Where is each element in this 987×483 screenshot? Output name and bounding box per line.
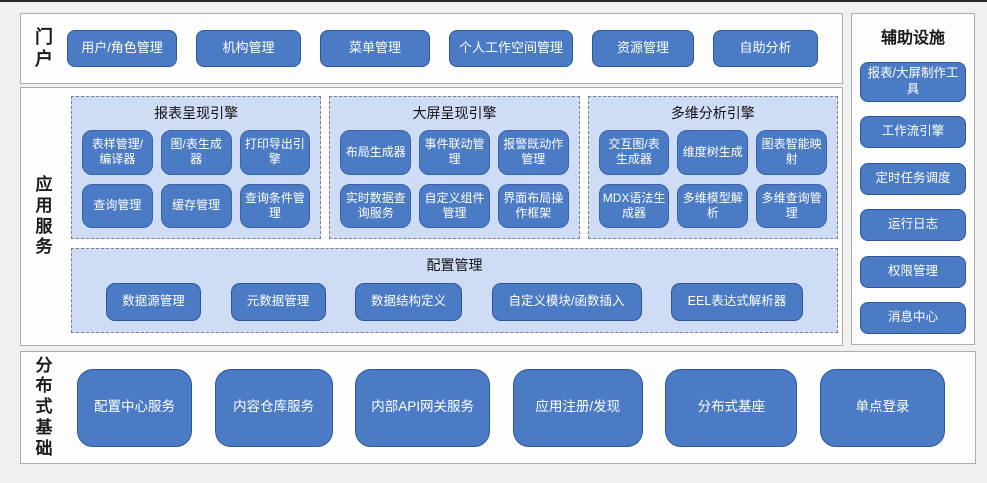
portal-label-column: 门户: [21, 27, 67, 71]
btn-metadata-mgmt[interactable]: 元数据管理: [230, 283, 326, 321]
btn-app-register-discovery[interactable]: 应用注册/发现: [512, 368, 643, 447]
btn-custom-module-function-insert[interactable]: 自定义模块/函数插入: [491, 283, 642, 321]
aux-button-run-logs[interactable]: 运行日志: [860, 209, 966, 242]
app-services-label-column: 应用服务: [21, 88, 67, 345]
olap-analysis-engine-panel: 多维分析引擎 交互图/表生成器 维度树生成 图表智能映射 MDX语法生成器 多维…: [587, 96, 838, 239]
distributed-label-column: 分布式基础: [21, 356, 67, 460]
btn-custom-component-mgmt[interactable]: 自定义组件管理: [419, 183, 490, 228]
btn-chart-table-generator[interactable]: 图/表生成器: [160, 130, 232, 175]
btn-print-export-engine[interactable]: 打印导出引擎: [239, 130, 311, 175]
app-services-section: 应用服务 报表呈现引擎 表样管理/编译器 图/表生成器 打印导出引擎 查询管理 …: [20, 87, 843, 346]
btn-eel-expression-parser[interactable]: EEL表达式解析器: [671, 283, 803, 321]
bigscreen-render-engine-grid: 布局生成器 事件联动管理 报警既动作管理 实时数据查询服务 自定义组件管理 界面…: [330, 130, 578, 238]
btn-multidim-model-parsing[interactable]: 多维模型解析: [677, 183, 749, 228]
config-mgmt-row: 数据源管理 元数据管理 数据结构定义 自定义模块/函数插入 EEL表达式解析器: [72, 282, 837, 332]
btn-multidim-query-mgmt[interactable]: 多维查询管理: [756, 183, 827, 228]
btn-chart-smart-mapping[interactable]: 图表智能映射: [756, 130, 827, 175]
auxiliary-section: 辅助设施 报表/大屏制作工具 工作流引擎 定时任务调度 运行日志 权限管理 消息…: [851, 13, 975, 345]
aux-button-scheduled-tasks[interactable]: 定时任务调度: [860, 162, 966, 195]
aux-button-report-bigscreen-tool[interactable]: 报表/大屏制作工具: [860, 62, 966, 102]
olap-analysis-engine-title: 多维分析引擎: [670, 105, 755, 121]
portal-button-menu-mgmt[interactable]: 菜单管理: [320, 30, 430, 67]
olap-analysis-engine-grid: 交互图/表生成器 维度树生成 图表智能映射 MDX语法生成器 多维模型解析 多维…: [589, 130, 837, 238]
distributed-foundation-section: 分布式基础 配置中心服务 内容仓库服务 内部API网关服务 应用注册/发现 分布…: [20, 351, 976, 464]
btn-content-repository-service[interactable]: 内容仓库服务: [214, 368, 333, 447]
btn-data-structure-definition[interactable]: 数据结构定义: [355, 283, 462, 321]
report-render-engine-title: 报表呈现引擎: [154, 105, 239, 121]
portal-button-resource-mgmt[interactable]: 资源管理: [592, 30, 694, 67]
distributed-button-row: 配置中心服务 内容仓库服务 内部API网关服务 应用注册/发现 分布式基座 单点…: [67, 368, 975, 447]
bigscreen-render-engine-title: 大屏呈现引擎: [412, 105, 497, 121]
btn-ui-layout-framework[interactable]: 界面布局操作框架: [497, 183, 569, 228]
auxiliary-title: 辅助设施: [880, 30, 945, 47]
aux-button-message-center[interactable]: 消息中心: [860, 301, 966, 334]
btn-layout-generator[interactable]: 布局生成器: [340, 130, 412, 175]
portal-label: 门户: [34, 26, 53, 69]
btn-internal-api-gateway-service[interactable]: 内部API网关服务: [355, 368, 491, 447]
btn-query-condition-mgmt[interactable]: 查询条件管理: [239, 183, 311, 228]
btn-config-center-service[interactable]: 配置中心服务: [77, 368, 192, 447]
report-render-engine-panel: 报表呈现引擎 表样管理/编译器 图/表生成器 打印导出引擎 查询管理 缓存管理 …: [71, 96, 322, 239]
aux-button-permission-mgmt[interactable]: 权限管理: [860, 255, 966, 288]
btn-single-sign-on[interactable]: 单点登录: [819, 368, 945, 447]
config-mgmt-title: 配置管理: [426, 257, 483, 273]
config-mgmt-panel: 配置管理 数据源管理 元数据管理 数据结构定义 自定义模块/函数插入 EEL表达…: [71, 248, 838, 333]
btn-mdx-syntax-generator[interactable]: MDX语法生成器: [598, 183, 670, 228]
engine-row: 报表呈现引擎 表样管理/编译器 图/表生成器 打印导出引擎 查询管理 缓存管理 …: [71, 96, 838, 239]
app-services-content: 报表呈现引擎 表样管理/编译器 图/表生成器 打印导出引擎 查询管理 缓存管理 …: [67, 88, 842, 345]
report-render-engine-grid: 表样管理/编译器 图/表生成器 打印导出引擎 查询管理 缓存管理 查询条件管理: [72, 130, 320, 238]
btn-cache-mgmt[interactable]: 缓存管理: [160, 183, 232, 228]
portal-button-self-service-analysis[interactable]: 自助分析: [713, 30, 818, 67]
bigscreen-render-engine-panel: 大屏呈现引擎 布局生成器 事件联动管理 报警既动作管理 实时数据查询服务 自定义…: [329, 96, 580, 239]
btn-query-mgmt[interactable]: 查询管理: [82, 183, 153, 228]
btn-report-style-compiler[interactable]: 表样管理/编译器: [82, 130, 153, 175]
window-top-edge: [0, 0, 987, 2]
btn-event-linkage-mgmt[interactable]: 事件联动管理: [419, 130, 490, 175]
aux-button-workflow-engine[interactable]: 工作流引擎: [860, 116, 966, 149]
btn-datasource-mgmt[interactable]: 数据源管理: [106, 283, 201, 321]
btn-distributed-base[interactable]: 分布式基座: [665, 368, 798, 447]
btn-dimension-tree-generation[interactable]: 维度树生成: [677, 130, 749, 175]
portal-button-user-role-mgmt[interactable]: 用户/角色管理: [67, 30, 177, 67]
portal-button-workspace-mgmt[interactable]: 个人工作空间管理: [449, 30, 573, 67]
portal-button-org-mgmt[interactable]: 机构管理: [196, 30, 301, 67]
app-services-label: 应用服务: [35, 175, 53, 257]
portal-button-row: 用户/角色管理 机构管理 菜单管理 个人工作空间管理 资源管理 自助分析: [67, 30, 842, 67]
distributed-label: 分布式基础: [35, 355, 53, 458]
btn-interactive-chart-generator[interactable]: 交互图/表生成器: [598, 130, 670, 175]
portal-section: 门户 用户/角色管理 机构管理 菜单管理 个人工作空间管理 资源管理 自助分析: [20, 13, 843, 84]
btn-alarm-action-mgmt[interactable]: 报警既动作管理: [497, 130, 569, 175]
btn-realtime-data-query-service[interactable]: 实时数据查询服务: [340, 183, 412, 228]
